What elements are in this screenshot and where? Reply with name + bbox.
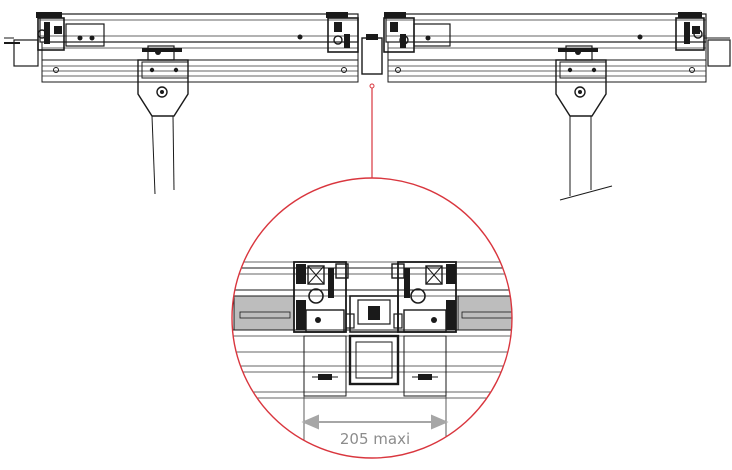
overview-profile-section [4, 12, 731, 201]
right-frame-assembly [383, 12, 731, 201]
detail-magnifier [232, 261, 512, 442]
detail-magnifier-ring [231, 177, 513, 459]
dimension-label: 205 maxi [340, 430, 410, 448]
dimension-indicator [301, 414, 449, 430]
left-frame-assembly [4, 12, 359, 195]
central-mullion [361, 34, 383, 89]
